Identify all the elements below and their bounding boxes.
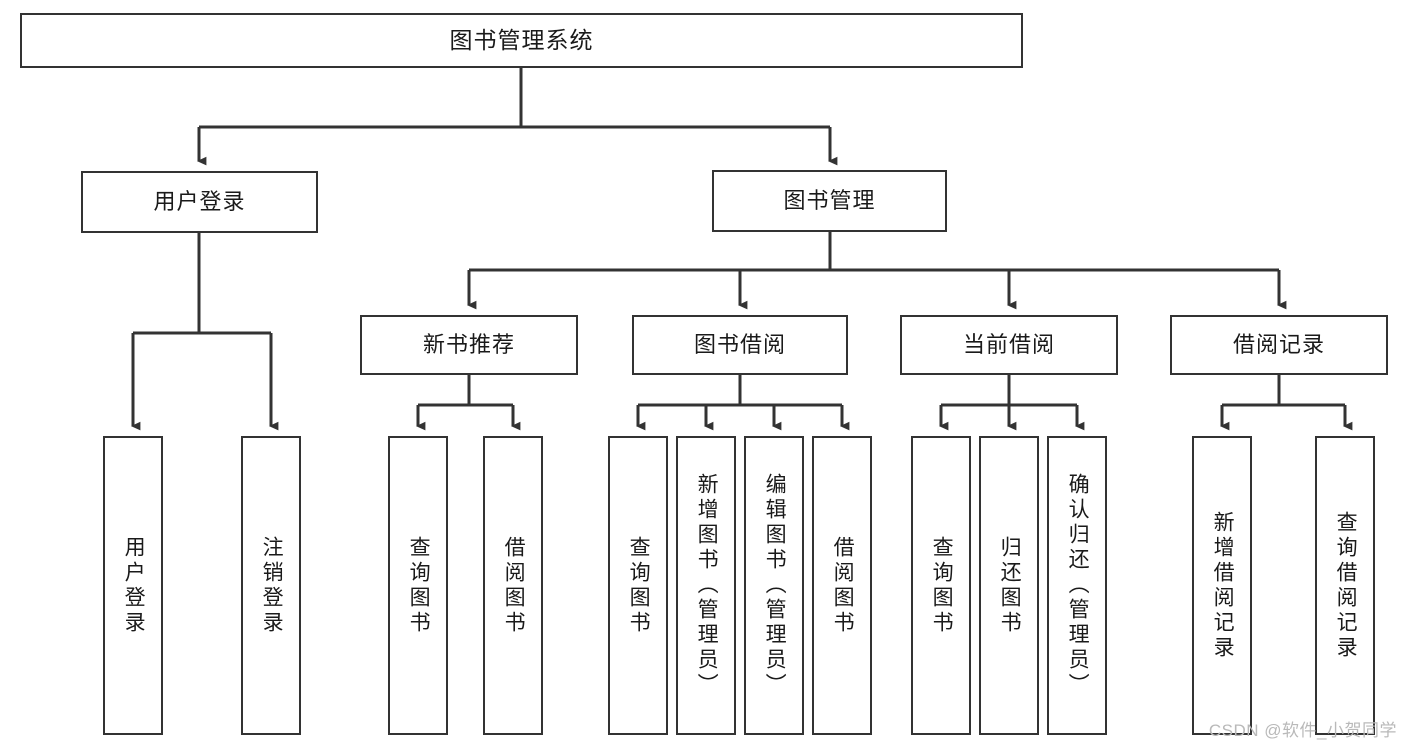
node-label: 确认归还（管理员）: [1066, 473, 1090, 698]
node-book-management[interactable]: 图书管理: [712, 170, 947, 232]
node-label: 借阅记录: [1232, 331, 1325, 357]
leaf-borrow-record-add-record[interactable]: 新增借阅记录: [1192, 436, 1252, 735]
node-new-book-recommend[interactable]: 新书推荐: [360, 315, 578, 375]
node-label: 图书管理: [783, 187, 876, 213]
leaf-new-book-borrow-book[interactable]: 借阅图书: [483, 436, 543, 735]
node-label: 查询借阅记录: [1334, 510, 1358, 661]
leaf-current-borrow-query-book[interactable]: 查询图书: [911, 436, 971, 735]
node-label: 新书推荐: [422, 331, 515, 357]
leaf-book-borrow-edit-book-admin[interactable]: 编辑图书（管理员）: [744, 436, 804, 735]
leaf-user-login-login[interactable]: 用户登录: [103, 436, 163, 735]
node-label: 归还图书: [998, 535, 1022, 636]
leaf-current-borrow-confirm-return-admin[interactable]: 确认归还（管理员）: [1047, 436, 1107, 735]
node-root-book-management-system[interactable]: 图书管理系统: [20, 13, 1023, 68]
node-label: 图书借阅: [693, 331, 786, 357]
node-book-borrow[interactable]: 图书借阅: [632, 315, 848, 375]
node-label: 查询图书: [627, 535, 651, 636]
leaf-book-borrow-query-book[interactable]: 查询图书: [608, 436, 668, 735]
node-label: 用户登录: [122, 535, 146, 636]
node-label: 查询图书: [407, 535, 431, 636]
node-label: 新增图书（管理员）: [695, 473, 719, 698]
node-label: 编辑图书（管理员）: [763, 473, 787, 698]
node-label: 用户登录: [153, 188, 246, 214]
leaf-book-borrow-borrow-book[interactable]: 借阅图书: [812, 436, 872, 735]
node-label: 查询图书: [930, 535, 954, 636]
csdn-watermark: CSDN @软件_小贺同学: [1208, 721, 1397, 740]
node-label: 当前借阅: [962, 331, 1055, 357]
node-label: 借阅图书: [831, 535, 855, 636]
node-user-login[interactable]: 用户登录: [81, 171, 318, 233]
node-label: 图书管理系统: [449, 26, 594, 53]
leaf-current-borrow-return-book[interactable]: 归还图书: [979, 436, 1039, 735]
node-current-borrow[interactable]: 当前借阅: [900, 315, 1118, 375]
node-label: 借阅图书: [502, 535, 526, 636]
leaf-new-book-query-book[interactable]: 查询图书: [388, 436, 448, 735]
node-label: 注销登录: [260, 535, 284, 636]
leaf-user-login-logout[interactable]: 注销登录: [241, 436, 301, 735]
leaf-book-borrow-add-book-admin[interactable]: 新增图书（管理员）: [676, 436, 736, 735]
leaf-borrow-record-query-record[interactable]: 查询借阅记录: [1315, 436, 1375, 735]
node-borrow-record[interactable]: 借阅记录: [1170, 315, 1388, 375]
node-label: 新增借阅记录: [1211, 510, 1235, 661]
